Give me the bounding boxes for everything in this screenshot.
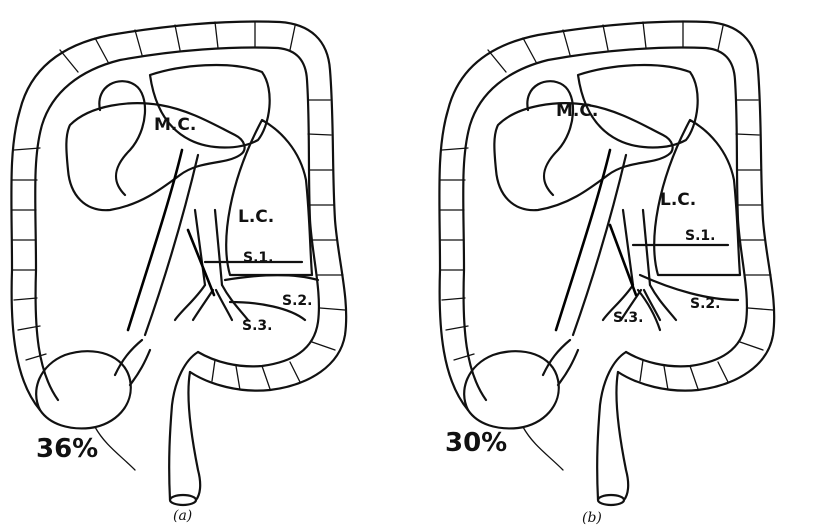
label-s1: S.1.: [685, 228, 715, 244]
inferior-mesenteric-artery: [610, 225, 636, 295]
panel-b: M.C. L.C. S.1. S.2. S.3. 30% (b): [439, 21, 774, 526]
label-s2: S.2.: [690, 296, 720, 312]
panel-a: M.C. L.C. S.1. S.2. S.3. 36% (a): [11, 21, 346, 524]
label-s3: S.3.: [242, 318, 272, 334]
percentage-b: 30%: [445, 428, 507, 458]
label-s1: S.1.: [243, 250, 273, 266]
label-mc: M.C.: [556, 101, 598, 121]
label-s2: S.2.: [282, 293, 312, 309]
percentage-a: 36%: [36, 434, 98, 464]
caption-b: (b): [582, 510, 602, 526]
label-mc: M.C.: [154, 115, 196, 135]
label-lc: L.C.: [238, 207, 274, 227]
label-s3: S.3.: [613, 310, 643, 326]
caption-a: (a): [173, 508, 192, 524]
s2-branch: [640, 275, 738, 300]
label-lc: L.C.: [660, 190, 696, 210]
